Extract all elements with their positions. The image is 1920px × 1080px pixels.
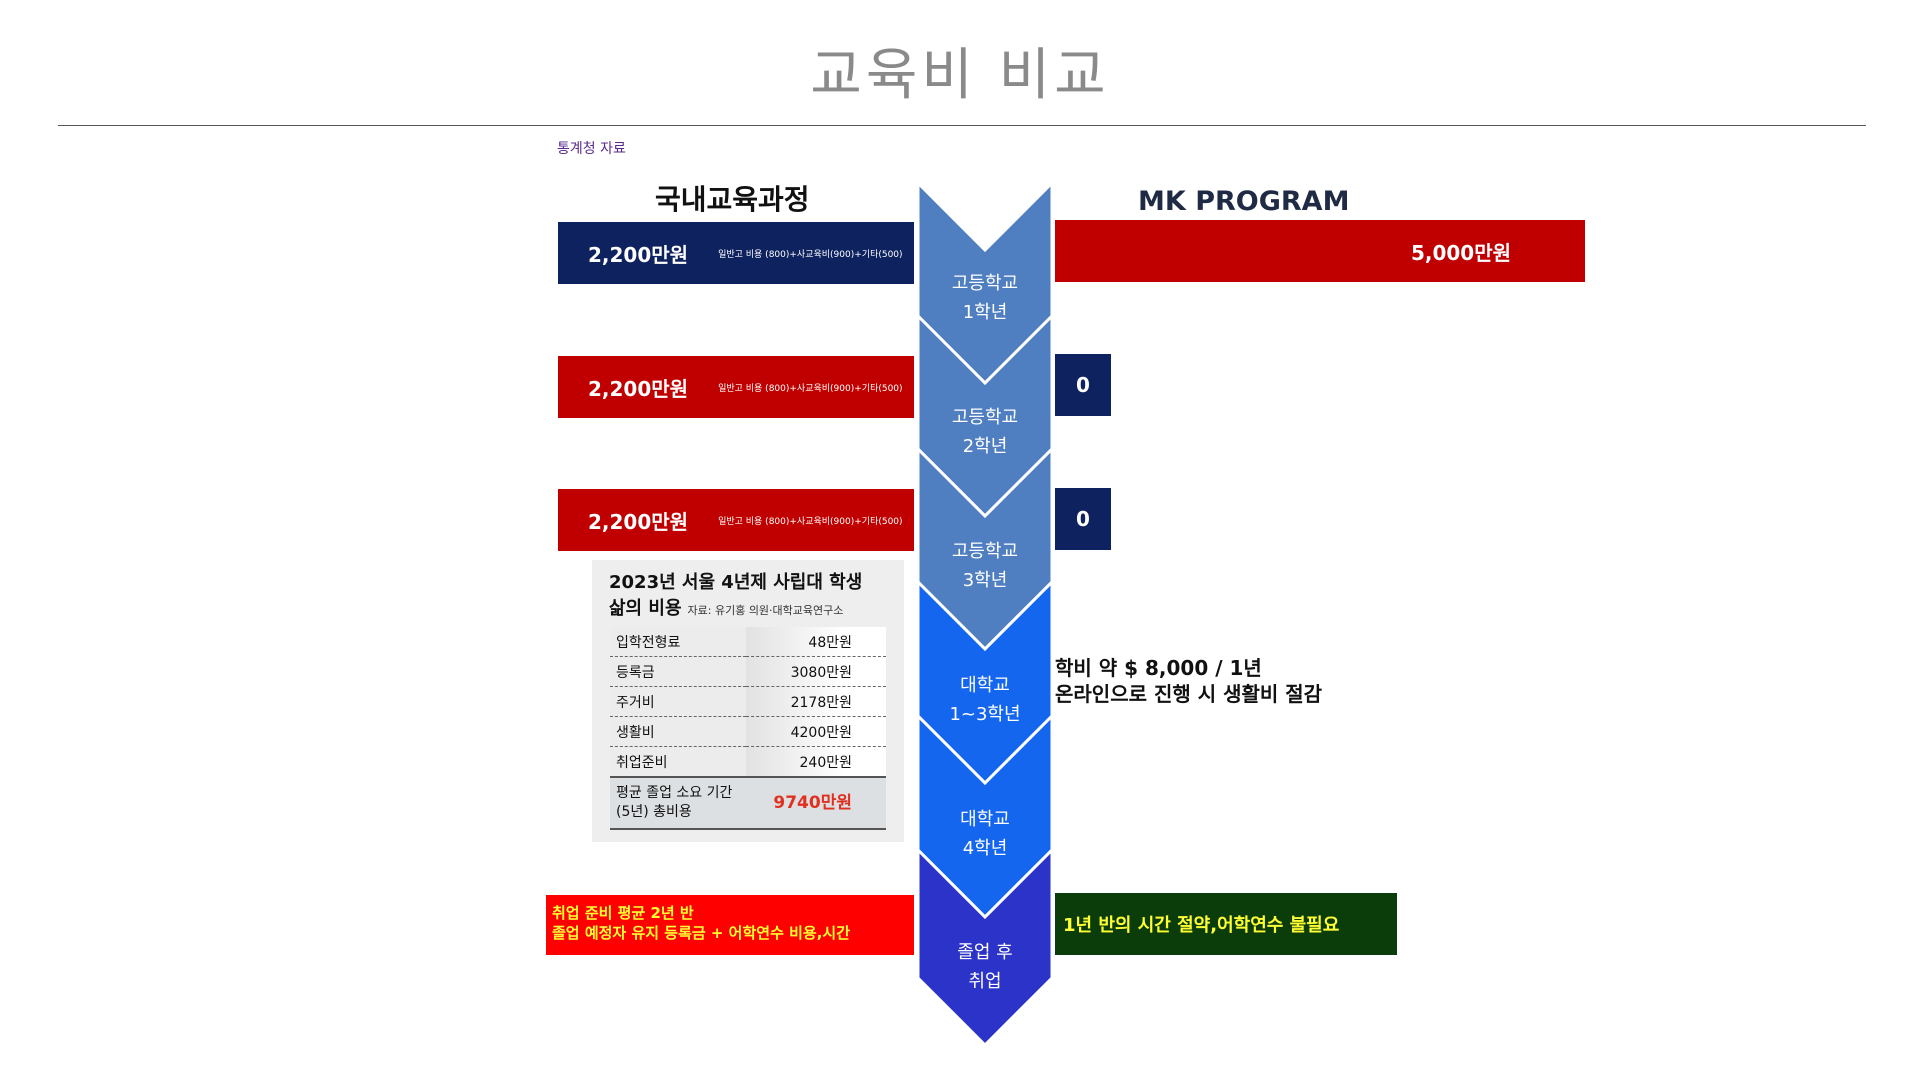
cost-total-label-line2: (5년) 총비용 xyxy=(616,804,692,820)
cost-row-label: 입학전형료 xyxy=(610,627,746,657)
university-note-line1: 학비 약 $ 8,000 / 1년 xyxy=(1055,656,1262,680)
cost-table-title-line2: 삶의 비용 xyxy=(609,598,682,619)
domestic-job-prep-box: 취업 준비 평균 2년 반 졸업 예정자 유지 등록금 + 어학연수 비용,시간 xyxy=(546,895,914,955)
stage-label-5-line2: 4학년 xyxy=(962,838,1008,859)
table-row: 취업준비 240만원 xyxy=(610,746,886,778)
stage-label-1: 고등학교 1학년 xyxy=(920,269,1050,327)
stage-label-5-line1: 대학교 xyxy=(960,809,1010,830)
table-row: 주거비 2178만원 xyxy=(610,686,886,717)
stage-label-2: 고등학교 2학년 xyxy=(920,403,1050,461)
cost-row-value: 3080만원 xyxy=(746,656,886,687)
university-note: 학비 약 $ 8,000 / 1년 온라인으로 진행 시 생활비 절감 xyxy=(1055,655,1322,707)
cost-row-label: 주거비 xyxy=(610,686,746,717)
domestic-cost-note-3: 일반고 비용 (800)+사교육비(900)+기타(500) xyxy=(718,516,903,527)
cost-row-value: 240만원 xyxy=(746,746,886,778)
stage-label-2-line2: 2학년 xyxy=(962,436,1008,457)
domestic-cost-bar-2: 2,200만원 일반고 비용 (800)+사교육비(900)+기타(500) xyxy=(558,356,914,418)
domestic-cost-amount-3: 2,200만원 xyxy=(588,509,689,534)
domestic-cost-bar-3: 2,200만원 일반고 비용 (800)+사교육비(900)+기타(500) xyxy=(558,489,914,551)
university-note-line2: 온라인으로 진행 시 생활비 절감 xyxy=(1055,682,1323,706)
cost-table: 입학전형료 48만원 등록금 3080만원 주거비 2178만원 생활비 420… xyxy=(610,627,886,830)
mk-cost-bar-2: 0 xyxy=(1055,354,1111,416)
stage-label-6-line2: 취업 xyxy=(968,971,1002,992)
cost-table-source: 자료: 유기홍 의원·대학교육연구소 xyxy=(687,604,844,617)
domestic-job-prep-line1: 취업 준비 평균 2년 반 xyxy=(552,904,694,922)
stage-label-6: 졸업 후 취업 xyxy=(920,938,1050,996)
domestic-cost-amount-1: 2,200만원 xyxy=(588,242,689,267)
stage-label-1-line1: 고등학교 xyxy=(951,273,1019,294)
stage-label-3-line1: 고등학교 xyxy=(951,541,1019,562)
mk-cost-amount-1: 5,000만원 xyxy=(1410,240,1511,265)
table-row: 등록금 3080만원 xyxy=(610,656,886,687)
title-divider xyxy=(58,125,1866,126)
table-row: 생활비 4200만원 xyxy=(610,716,886,747)
cost-row-value: 2178만원 xyxy=(746,686,886,717)
domestic-cost-amount-2: 2,200만원 xyxy=(588,376,689,401)
stage-label-4: 대학교 1~3학년 xyxy=(920,671,1050,729)
source-note: 통계청 자료 xyxy=(557,141,626,157)
cost-table-title: 2023년 서울 4년제 사립대 학생 삶의 비용 자료: 유기홍 의원·대학교육… xyxy=(609,570,862,624)
mk-cost-amount-2: 0 xyxy=(1076,373,1090,397)
stage-label-4-line1: 대학교 xyxy=(960,675,1010,696)
stage-label-3-line2: 3학년 xyxy=(962,570,1008,591)
table-total-row: 평균 졸업 소요 기간 (5년) 총비용 9740만원 xyxy=(610,776,886,830)
stage-label-4-line2: 1~3학년 xyxy=(949,704,1021,725)
cost-row-value: 4200만원 xyxy=(746,716,886,747)
table-row: 입학전형료 48만원 xyxy=(610,627,886,657)
stage-label-6-line1: 졸업 후 xyxy=(957,942,1013,963)
stage-label-1-line2: 1학년 xyxy=(962,302,1008,323)
university-cost-card: 2023년 서울 4년제 사립대 학생 삶의 비용 자료: 유기홍 의원·대학교육… xyxy=(592,560,904,842)
cost-row-label: 등록금 xyxy=(610,656,746,687)
stage-chevron-6 xyxy=(916,846,1054,1048)
mk-cost-amount-3: 0 xyxy=(1076,507,1090,531)
domestic-job-prep-line2: 졸업 예정자 유지 등록금 + 어학연수 비용,시간 xyxy=(552,924,851,942)
domestic-cost-note-2: 일반고 비용 (800)+사교육비(900)+기타(500) xyxy=(718,383,903,394)
cost-row-value: 48만원 xyxy=(746,627,886,657)
mk-program-heading: MK PROGRAM xyxy=(1138,186,1350,217)
stage-label-3: 고등학교 3학년 xyxy=(920,537,1050,595)
cost-total-label-line1: 평균 졸업 소요 기간 xyxy=(616,785,733,801)
mk-cost-bar-1: 5,000만원 xyxy=(1055,220,1585,282)
domestic-cost-note-1: 일반고 비용 (800)+사교육비(900)+기타(500) xyxy=(718,249,903,260)
mk-time-saving-box: 1년 반의 시간 절약,어학연수 불필요 xyxy=(1055,893,1397,955)
domestic-cost-bar-1: 2,200만원 일반고 비용 (800)+사교육비(900)+기타(500) xyxy=(558,222,914,284)
stage-label-2-line1: 고등학교 xyxy=(951,407,1019,428)
cost-table-title-line1: 2023년 서울 4년제 사립대 학생 xyxy=(609,572,863,593)
mk-cost-bar-3: 0 xyxy=(1055,488,1111,550)
cost-total-label: 평균 졸업 소요 기간 (5년) 총비용 xyxy=(610,776,746,830)
page-title: 교육비 비교 xyxy=(810,43,1110,108)
domestic-heading: 국내교육과정 xyxy=(655,183,810,216)
cost-row-label: 취업준비 xyxy=(610,746,746,778)
cost-total-value: 9740만원 xyxy=(746,776,886,830)
stage-label-5: 대학교 4학년 xyxy=(920,805,1050,863)
cost-row-label: 생활비 xyxy=(610,716,746,747)
